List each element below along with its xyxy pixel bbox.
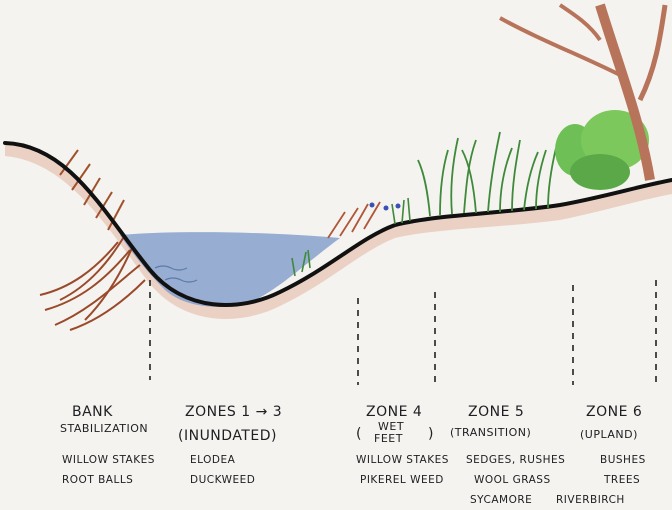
zones-1-3-item-1: ELODEA xyxy=(190,454,235,466)
zone5-title: ZONE 5 xyxy=(468,404,524,420)
zone5-item-2: WOOL GRASS xyxy=(474,474,551,486)
water-body xyxy=(120,232,340,307)
footer-item-riverbirch: RIVERBIRCH xyxy=(556,494,625,506)
bank-item-2: ROOT BALLS xyxy=(62,474,133,486)
zone4-paren-open: ( xyxy=(356,426,362,442)
zone5-item-1: SEDGES, RUSHES xyxy=(466,454,565,466)
bank-title: BANK xyxy=(72,404,113,420)
zones-1-3-title: ZONES 1 → 3 xyxy=(185,404,282,420)
footer-item-sycamore: SYCAMORE xyxy=(470,494,532,506)
zone6-item-1: BUSHES xyxy=(600,454,646,466)
zone6-title: ZONE 6 xyxy=(586,404,642,420)
zone5-grasses xyxy=(418,132,556,216)
zone5-subtitle: (TRANSITION) xyxy=(450,426,531,439)
zone4-paren-close: ) xyxy=(428,426,434,442)
zone4-subtitle2: FEET xyxy=(374,432,403,445)
willow-stakes xyxy=(60,150,124,230)
zone4-item-1: WILLOW STAKES xyxy=(356,454,449,466)
zone6-item-2: TREES xyxy=(604,474,640,486)
zone4-item-2: PIKEREL WEED xyxy=(360,474,444,486)
bank-subtitle: STABILIZATION xyxy=(60,422,148,435)
bank-item-1: WILLOW STAKES xyxy=(62,454,155,466)
zone4-title: ZONE 4 xyxy=(366,404,422,420)
zone6-subtitle: (UPLAND) xyxy=(580,428,638,441)
zones-1-3-subtitle: (INUNDATED) xyxy=(178,428,277,444)
zones-1-3-item-2: DUCKWEED xyxy=(190,474,255,486)
